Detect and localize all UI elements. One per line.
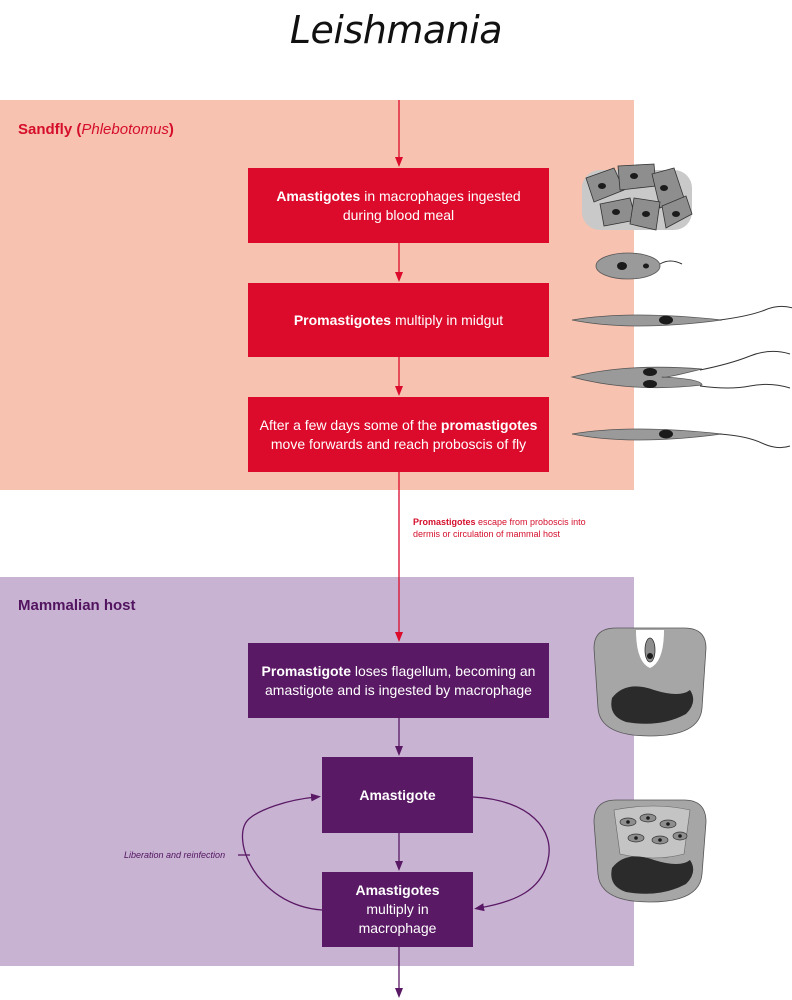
flagellum-loss-step-box: Promastigote loses flagellum, becoming a… xyxy=(248,643,549,718)
promastigote-proboscis-icon xyxy=(571,428,791,449)
proboscis-step-pre: After a few days some of the xyxy=(259,416,441,433)
escape-annotation-rest: escape from proboscis into dermis or cir… xyxy=(413,517,586,539)
sandfly-label-text: Sandfly xyxy=(18,121,73,138)
proboscis-step-bold: promastigotes xyxy=(440,416,538,433)
midgut-step-bold: Promastigotes xyxy=(293,311,392,328)
sandfly-label: Sandfly (Phlebotomus) xyxy=(18,121,174,138)
page-title: Leishmania xyxy=(289,8,503,52)
infected-macrophage-icon xyxy=(593,799,707,903)
flagellum-loss-step-rest: loses flagellum, becoming an amastigote … xyxy=(265,662,536,698)
flagellum-loss-step-text: Promastigote loses flagellum, becoming a… xyxy=(258,662,539,700)
midgut-step-rest: multiply in midgut xyxy=(391,311,504,328)
ingestion-step-rest: in macrophages ingested during blood mea… xyxy=(342,187,521,223)
midgut-step-box: Promastigotes multiply in midgut xyxy=(248,283,549,357)
proboscis-step-text: After a few days some of the promastigot… xyxy=(258,416,539,454)
sandfly-genus: Phlebotomus xyxy=(81,121,169,138)
amastigote-icon xyxy=(595,252,683,280)
macrophage-uptake-icon xyxy=(593,627,707,737)
amastigote-step-box: Amastigote xyxy=(322,757,473,833)
escape-annotation-bold: Promastigotes xyxy=(413,517,476,527)
escape-annotation: Promastigotes escape from proboscis into… xyxy=(413,516,593,540)
midgut-step-text: Promastigotes multiply in midgut xyxy=(294,311,503,330)
replication-step-text: Amastigotes multiply in macrophage xyxy=(332,881,463,938)
flagellum-loss-step-bold: Promastigote xyxy=(261,662,352,679)
promastigote-icon xyxy=(571,305,792,327)
dividing-promastigote-icon xyxy=(570,350,791,389)
replication-step-box: Amastigotes multiply in macrophage xyxy=(322,872,473,947)
amastigote-step-text: Amastigote xyxy=(359,786,435,805)
multiply-loop-arrow xyxy=(472,796,550,912)
replication-step-bold: Amastigotes xyxy=(355,882,440,898)
ingestion-step-bold: Amastigotes xyxy=(276,187,361,204)
amastigote-step-bold: Amastigote xyxy=(359,786,436,803)
ingestion-step-text: Amastigotes in macrophages ingested duri… xyxy=(258,187,539,225)
ingestion-step-box: Amastigotes in macrophages ingested duri… xyxy=(248,168,549,243)
macrophage-cluster-icon xyxy=(582,163,693,231)
proboscis-step-rest: move forwards and reach proboscis of fly xyxy=(270,435,527,452)
cycle-label: Liberation and reinfection xyxy=(124,850,226,860)
mammalian-host-label: Mammalian host xyxy=(18,597,136,614)
reinfection-loop-arrow xyxy=(241,793,323,911)
mammalian-host-panel xyxy=(0,577,634,966)
proboscis-step-box: After a few days some of the promastigot… xyxy=(248,397,549,472)
replication-step-rest: multiply in macrophage xyxy=(358,901,437,936)
